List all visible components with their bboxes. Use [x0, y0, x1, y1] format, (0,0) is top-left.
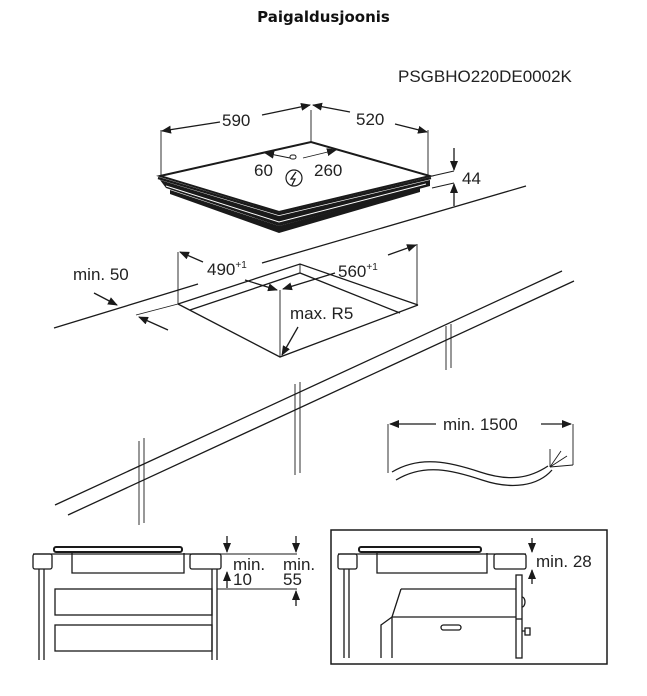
model-code: PSGBHO220DE0002K [398, 67, 573, 86]
cutout-depth-value: 560 [338, 262, 366, 281]
min-10-label: min. [233, 555, 265, 574]
hob-height-label: 44 [462, 169, 481, 188]
min-55-label: min. [283, 555, 315, 574]
section-left-drawing: min. 10 min. 55 [32, 536, 315, 660]
cable-icon [391, 461, 549, 479]
hob-drawing: 590 520 60 260 44 [156, 102, 481, 233]
hob-body [160, 180, 430, 226]
cable-length-label: min. 1500 [443, 415, 518, 434]
cutout-width-tolerance: +1 [235, 260, 247, 271]
conn-offset-y-label: 260 [314, 161, 342, 180]
cable-drawing: min. 1500 [387, 415, 574, 487]
min-28-label: min. 28 [536, 552, 592, 571]
page-title: Paigaldusjoonis [257, 8, 390, 26]
section-right-drawing: min. 28 [330, 529, 608, 665]
hob-front-edge [157, 176, 432, 216]
conn-offset-x-label: 60 [254, 161, 273, 180]
cutout-width-label: 490+1 [207, 260, 247, 279]
min-10-value: 10 [233, 570, 252, 589]
connection-point [289, 154, 297, 160]
section-right-frame [330, 529, 608, 665]
cutout-depth-label: 560+1 [338, 262, 378, 281]
min-55-value: 55 [283, 570, 302, 589]
cutout-width-value: 490 [207, 260, 235, 279]
power-symbol-icon [285, 169, 303, 187]
worktop-drawing: 490+1 560+1 max. R5 min. 50 [53, 185, 575, 525]
hob-width-label: 590 [222, 111, 250, 130]
corner-radius-label: max. R5 [290, 304, 353, 323]
cutout-depth-tolerance: +1 [366, 262, 378, 273]
min-edge-label: min. 50 [73, 265, 129, 284]
hob-depth-label: 520 [356, 110, 384, 129]
